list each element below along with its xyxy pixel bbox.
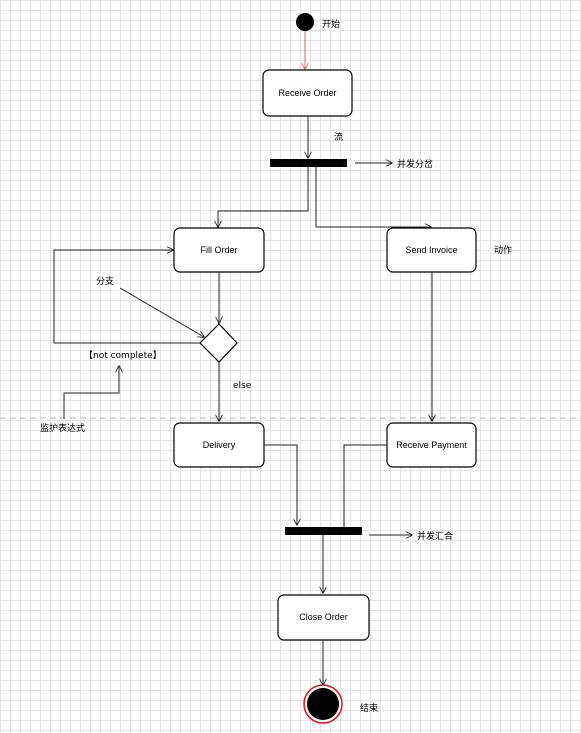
send-invoice-label: Send Invoice — [405, 245, 457, 255]
branch-annotation-arrow — [119, 287, 204, 337]
start-label: 开始 — [322, 18, 340, 30]
flow-label: 流 — [334, 131, 343, 143]
decision-node[interactable] — [199, 323, 238, 363]
fork-label: 并发分岔 — [397, 158, 433, 170]
fill-order-label: Fill Order — [200, 245, 237, 255]
end-node[interactable] — [307, 688, 339, 720]
receive-order-label: Receive Order — [278, 88, 336, 98]
branch-label: 分支 — [96, 275, 114, 287]
guard-annotation-arrow — [63, 366, 119, 419]
else-label: else — [233, 381, 252, 391]
fork-bar — [270, 159, 347, 167]
join-bar — [285, 527, 362, 535]
loop-back-not-complete — [53, 250, 200, 344]
payment-to-join — [343, 444, 387, 527]
guard-expr-label: 监护表达式 — [40, 422, 85, 434]
close-order-label: Close Order — [299, 612, 348, 622]
end-label: 结束 — [360, 702, 378, 714]
receive-payment-label: Receive Payment — [396, 440, 467, 450]
guard-not-complete: 【not complete】 — [84, 350, 162, 361]
delivery-to-join — [264, 444, 297, 525]
delivery-label: Delivery — [203, 440, 236, 450]
fork-to-fill-order — [218, 167, 309, 227]
join-label: 并发汇合 — [417, 530, 453, 542]
start-node[interactable] — [296, 13, 314, 31]
action-label: 动作 — [494, 244, 512, 256]
fork-to-send-invoice — [315, 167, 431, 227]
